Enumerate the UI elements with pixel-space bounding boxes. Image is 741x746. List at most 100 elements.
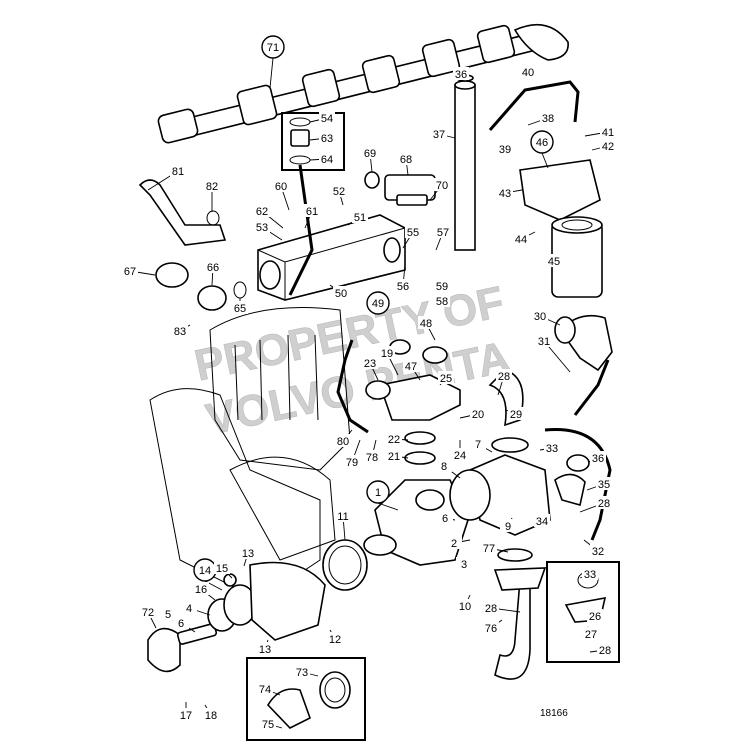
inset-box-54-64 (281, 112, 345, 296)
callout-label: 21 (388, 451, 400, 463)
callout-label: 9 (505, 521, 511, 533)
callout-label-bg (452, 448, 468, 461)
callout-leader (541, 152, 549, 169)
callout-label: 11 (337, 511, 348, 523)
callout-label-bg (362, 146, 378, 159)
callout-label: 36 (592, 453, 604, 465)
callout-label: 69 (364, 148, 376, 160)
callout-label: 48 (420, 318, 432, 330)
callout-label-bg (435, 225, 451, 238)
callout-label-bg (590, 451, 606, 464)
callout-label-bg (257, 642, 273, 655)
callout-label-bg (260, 717, 276, 730)
callout-label-bg (497, 186, 513, 199)
callout-label: 80 (337, 436, 349, 448)
callout-label-bg (418, 316, 434, 329)
callout-label-bg (122, 264, 138, 277)
callout-label: 30 (534, 311, 546, 323)
callout-label: 7 (475, 439, 481, 451)
callout-label-bg (457, 599, 473, 612)
callout-label: 8 (441, 461, 447, 473)
callout-label-bg (437, 511, 453, 524)
callout-label: 58 (436, 296, 448, 308)
callout-label-bg (160, 607, 176, 620)
callout-label: 57 (437, 227, 449, 239)
callout-label-bg (470, 407, 486, 420)
callout-label: 47 (405, 361, 417, 373)
callout-label-bg (240, 546, 256, 559)
callout-label: 38 (542, 113, 554, 125)
callout-label-bg (456, 557, 472, 570)
callout-label: 25 (440, 373, 452, 385)
callout-label-bg (453, 67, 469, 80)
callout-label-bg (333, 286, 349, 299)
circled-callout-label: 71 (267, 42, 279, 54)
callout-label-bg (497, 142, 513, 155)
inset-box-73-75 (246, 657, 366, 741)
callout-label-bg (546, 254, 562, 267)
callout-label-bg (327, 632, 343, 645)
callout-label-bg (398, 152, 414, 165)
callout-label-bg (172, 324, 188, 337)
callout-leader (269, 57, 274, 89)
circled-callout-label: 1 (375, 487, 381, 499)
callout-label: 64 (321, 154, 333, 166)
callout-label-bg (319, 111, 335, 124)
callout-label: 60 (275, 181, 287, 193)
callout-label-bg (319, 131, 335, 144)
callout-label: 17 (180, 710, 192, 722)
callout-label-bg (583, 627, 599, 640)
callout-label-bg (434, 294, 450, 307)
callout-label: 19 (381, 348, 393, 360)
callout-label: 76 (485, 623, 497, 635)
callout-label-bg (600, 139, 616, 152)
callout-circle (530, 130, 554, 154)
callout-label: 22 (388, 434, 400, 446)
callout-label-bg (434, 279, 450, 292)
callout-label: 45 (548, 256, 560, 268)
hose-31 (573, 359, 610, 416)
callout-label-bg (335, 509, 351, 522)
callout-label: 74 (259, 684, 271, 696)
hose-32 (544, 428, 612, 541)
callout-label: 3 (461, 559, 467, 571)
callout-label: 65 (234, 303, 246, 315)
callout-label-bg (481, 541, 497, 554)
callout-label-bg (405, 225, 421, 238)
callout-label-bg (438, 371, 454, 384)
callout-label: 43 (499, 188, 511, 200)
callout-label-bg (232, 301, 248, 314)
callout-label: 23 (364, 358, 376, 370)
callout-label: 66 (207, 262, 219, 274)
callout-label: 67 (124, 266, 136, 278)
callout-label-bg (395, 279, 411, 292)
callout-label: 81 (172, 166, 184, 178)
callout-label: 26 (589, 611, 601, 623)
callout-label: 59 (436, 281, 448, 293)
callout-label: 51 (354, 212, 366, 224)
callout-label: 55 (407, 227, 419, 239)
engine-block-outline (149, 307, 351, 601)
callout-label: 32 (592, 546, 604, 558)
callout-label-bg (386, 432, 402, 445)
callout-label-bg (294, 665, 310, 678)
callout-label: 62 (256, 206, 268, 218)
callout-label-bg (508, 407, 524, 420)
callout-label-bg (254, 204, 270, 217)
callout-label-bg (532, 309, 548, 322)
callout-label-bg (364, 450, 380, 463)
callout-label-bg (170, 164, 186, 177)
callout-label: 36 (455, 69, 467, 81)
callout-label: 28 (485, 603, 497, 615)
callout-label-bg (587, 609, 603, 622)
callout-label: 2 (451, 538, 457, 550)
callout-label-bg (434, 178, 450, 191)
camshaft-assembly (157, 23, 569, 144)
callout-label-bg (446, 536, 462, 549)
callout-label: 28 (599, 645, 611, 657)
callout-label: 10 (459, 601, 471, 613)
callout-label: 16 (195, 584, 207, 596)
callout-label: 70 (436, 180, 448, 192)
line-40 (488, 80, 580, 131)
callout-label: 18 (205, 710, 217, 722)
